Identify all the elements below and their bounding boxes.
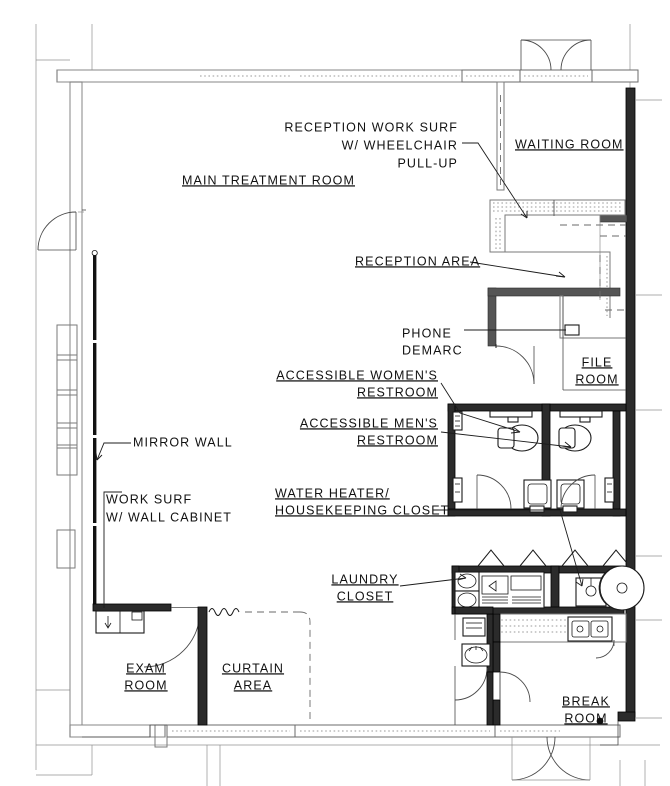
- label-laundry-closet: LAUNDRY CLOSET: [331, 572, 398, 603]
- misc-interior-lines: [36, 224, 626, 786]
- womens-restroom-fixtures: [452, 410, 552, 513]
- label-text: CLOSET: [337, 589, 394, 603]
- label-curtain-area: CURTAIN AREA: [222, 661, 284, 692]
- mens-restroom-fixtures: [556, 410, 615, 513]
- label-text: ROOM: [575, 372, 618, 386]
- curtain-track: [208, 608, 311, 724]
- laundry-closet-appliances: [454, 571, 545, 611]
- label-file-room: FILE ROOM: [575, 355, 618, 386]
- label-text: ROOM: [564, 711, 607, 725]
- label-text: RESTROOM: [357, 433, 438, 447]
- label-text: PULL-UP: [398, 156, 459, 170]
- label-text: RESTROOM: [357, 385, 438, 399]
- label-main-treatment-room: MAIN TREATMENT ROOM: [182, 173, 355, 187]
- label-text: W/ WHEELCHAIR: [342, 138, 458, 152]
- annotation-layer: RECEPTION WORK SURF W/ WHEELCHAIR PULL-UP W…: [106, 120, 624, 725]
- break-room-kitchen: [492, 613, 627, 659]
- label-text: PHONE: [402, 326, 452, 340]
- label-text: ACCESSIBLE MEN'S: [300, 416, 438, 430]
- label-text: CURTAIN: [222, 661, 284, 675]
- label-water-heater-housekeeping: WATER HEATER/HOUSEKEEPING CLOSET: [275, 486, 449, 517]
- label-text: LAUNDRY: [331, 572, 398, 586]
- label-text: WORK SURF: [106, 492, 192, 506]
- exterior-wall-west: [56, 81, 83, 738]
- label-text: FILE: [582, 355, 613, 369]
- work-surface-wall-cabinet: [92, 603, 172, 634]
- label-text: ROOM: [124, 678, 167, 692]
- label-text: RECEPTION AREA: [355, 254, 480, 268]
- exam-room-walls: [82, 606, 208, 738]
- leader-lines: [95, 142, 584, 608]
- label-phone-demarc: PHONE DEMARC: [402, 326, 463, 357]
- west-door-swing: [37, 209, 86, 251]
- label-text: WAITING ROOM: [515, 137, 624, 151]
- waiting-room-walls: [496, 81, 628, 300]
- exterior-wall-south: [69, 724, 621, 748]
- reception-file-room-walls: [487, 287, 626, 391]
- mirror-wall: [91, 249, 98, 604]
- shell-grid-lines: [35, 24, 660, 786]
- exterior-wall-north: [56, 69, 639, 83]
- label-text: RECEPTION WORK SURF: [284, 120, 458, 134]
- label-text: WATER HEATER/: [275, 486, 390, 500]
- label-text: W/ WALL CABINET: [106, 510, 232, 524]
- reception-door-swing: [495, 344, 535, 385]
- label-reception-area: RECEPTION AREA: [355, 254, 480, 268]
- label-accessible-womens-restroom: ACCESSIBLE WOMEN'S RESTROOM: [276, 368, 438, 399]
- label-waiting-room: WAITING ROOM: [515, 137, 624, 151]
- label-text: MAIN TREATMENT ROOM: [182, 173, 355, 187]
- label-text: BREAK: [562, 694, 610, 708]
- corridor-lines: [454, 606, 494, 726]
- label-text: AREA: [234, 678, 272, 692]
- label-mirror-wall: MIRROR WALL: [133, 435, 233, 449]
- reception-counter: [489, 199, 626, 318]
- label-break-room: BREAK ROOM: [562, 694, 610, 725]
- label-text: DEMARC: [402, 343, 463, 357]
- double-entry-door: [520, 39, 592, 71]
- label-text: HOUSEKEEPING CLOSET: [275, 503, 449, 517]
- exterior-wall-east: [600, 87, 662, 746]
- label-reception-work-surf: RECEPTION WORK SURF W/ WHEELCHAIR PULL-UP: [284, 120, 459, 170]
- label-exam-room: EXAM ROOM: [124, 661, 167, 692]
- label-work-surf-wall-cabinet: WORK SURF W/ WALL CABINET: [106, 492, 232, 524]
- vent-chevrons: [477, 549, 627, 567]
- label-text: MIRROR WALL: [133, 435, 233, 449]
- water-heater-closet: [575, 565, 645, 611]
- label-text: ACCESSIBLE WOMEN'S: [276, 368, 438, 382]
- label-text: EXAM: [126, 661, 166, 675]
- label-accessible-mens-restroom: ACCESSIBLE MEN'S RESTROOM: [300, 416, 438, 447]
- break-room-south-door: [511, 736, 591, 781]
